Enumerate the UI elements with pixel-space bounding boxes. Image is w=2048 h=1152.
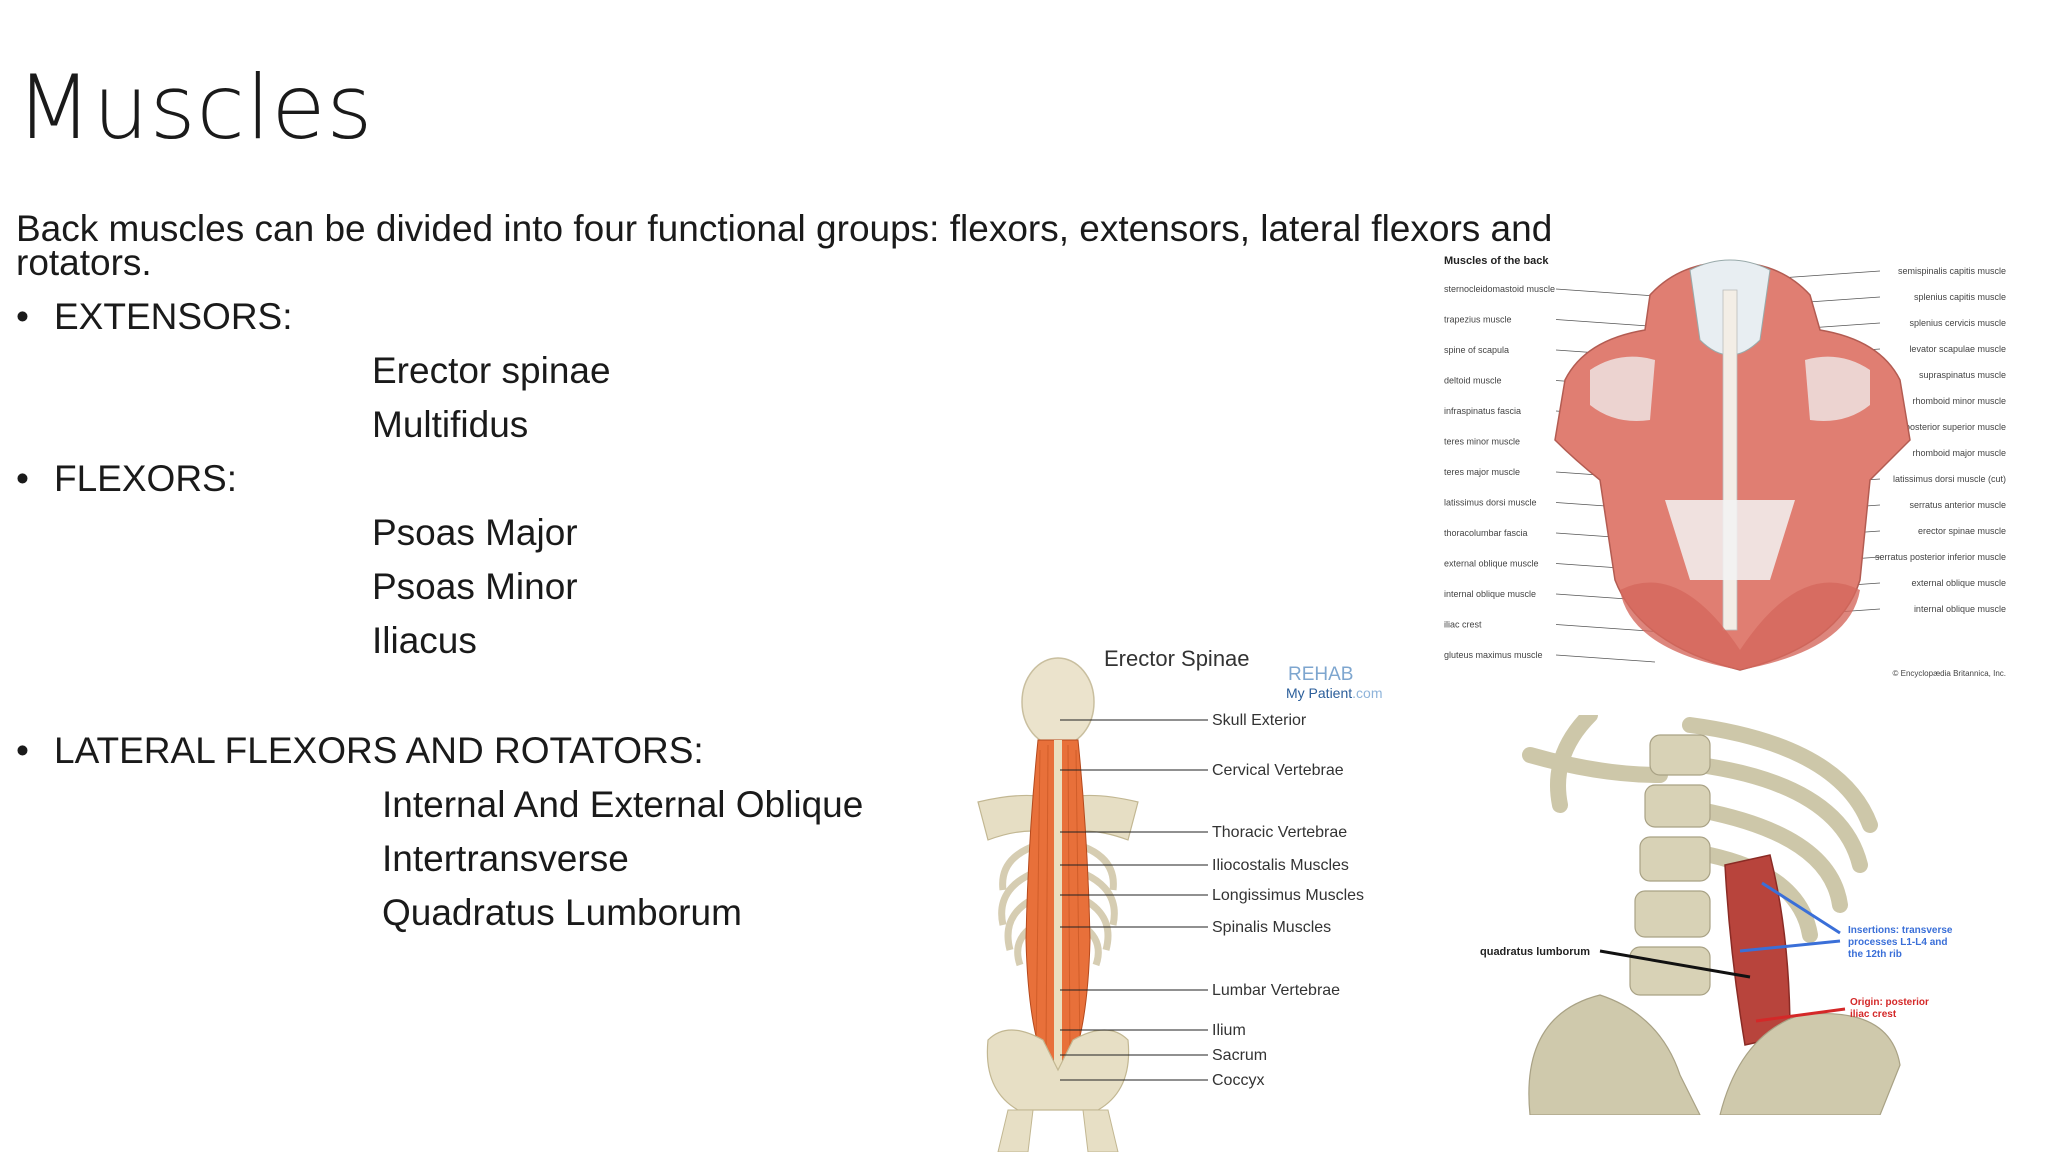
- back-left-label: thoracolumbar fascia: [1444, 528, 1528, 538]
- leader-line: [1555, 319, 1656, 327]
- back-right-label: splenius capitis muscle: [1914, 292, 2006, 302]
- erector-label: Cervical Vertebrae: [1212, 762, 1344, 779]
- bullet-flexors: • FLEXORS:: [16, 458, 237, 500]
- intro-text: Back muscles can be divided into four fu…: [16, 208, 1553, 283]
- bullet-heading: EXTENSORS:: [54, 296, 293, 337]
- back-muscles-figure: Muscles of the back sternocleidomastoid …: [1440, 250, 2010, 680]
- bullet-dot: •: [16, 730, 29, 771]
- erector-label: Spinalis Muscles: [1212, 919, 1331, 936]
- back-right-label: latissimus dorsi muscle (cut): [1893, 474, 2006, 484]
- back-right-label: splenius cervicis muscle: [1909, 318, 2006, 328]
- erector-label: Sacrum: [1212, 1047, 1267, 1064]
- list-item: Iliacus: [372, 620, 477, 661]
- back-right-label: serratus posterior inferior muscle: [1875, 552, 2006, 562]
- back-left-label: spine of scapula: [1444, 345, 1509, 355]
- leader-line: [1555, 288, 1656, 297]
- back-left-label: gluteus maximus muscle: [1444, 650, 1543, 660]
- back-left-label: teres minor muscle: [1444, 437, 1520, 447]
- list-item: Multifidus: [372, 404, 529, 445]
- quadratus-lumborum-illustration: quadratus lumborum Insertions: transvers…: [1480, 715, 1953, 1115]
- erector-label: Coccyx: [1212, 1072, 1264, 1089]
- back-right-label: rhomboid major muscle: [1912, 448, 2006, 458]
- quadratus-lumborum-figure: quadratus lumborum Insertions: transvers…: [1440, 715, 2020, 1115]
- erector-label: Ilium: [1212, 1022, 1246, 1039]
- back-right-label: external oblique muscle: [1911, 578, 2006, 588]
- bullet-lateral: • LATERAL FLEXORS AND ROTATORS:: [16, 730, 704, 772]
- back-left-label: latissimus dorsi muscle: [1444, 498, 1537, 508]
- list-item: Quadratus Lumborum: [382, 892, 742, 933]
- back-figure-credit: © Encyclopædia Britannica, Inc.: [1892, 669, 2006, 678]
- erector-spinae-illustration: Erector Spinae REHAB My Patient.com Skul…: [977, 646, 1382, 1152]
- back-left-label: deltoid muscle: [1444, 376, 1502, 386]
- bullet-dot: •: [16, 458, 29, 499]
- erector-label: Lumbar Vertebrae: [1212, 982, 1340, 999]
- back-left-label: sternocleidomastoid muscle: [1444, 284, 1555, 294]
- erector-label: Iliocostalis Muscles: [1212, 857, 1349, 874]
- list-item: Internal And External Oblique: [382, 784, 864, 825]
- erector-label: Skull Exterior: [1212, 712, 1307, 729]
- back-left-label: trapezius muscle: [1444, 315, 1512, 325]
- erector-label: Thoracic Vertebrae: [1212, 824, 1347, 841]
- list-item: Psoas Minor: [372, 566, 578, 607]
- back-left-label: teres major muscle: [1444, 467, 1520, 477]
- back-figure-heading: Muscles of the back: [1444, 255, 1549, 267]
- back-muscles-illustration: Muscles of the back sternocleidomastoid …: [1444, 255, 2006, 678]
- rehab-logo-sub: My Patient.com: [1286, 685, 1382, 701]
- list-item: Erector spinae: [372, 350, 611, 391]
- bullet-heading: FLEXORS:: [54, 458, 237, 499]
- back-left-label: iliac crest: [1444, 620, 1482, 630]
- rehab-logo: REHAB: [1288, 664, 1353, 685]
- back-right-label: serratus anterior muscle: [1909, 500, 2006, 510]
- leader-line: [1555, 654, 1656, 663]
- back-right-label: internal oblique muscle: [1914, 604, 2006, 614]
- slide-title: Muscles: [16, 56, 374, 159]
- back-right-label: levator scapulae muscle: [1909, 344, 2006, 354]
- back-right-label: erector spinae muscle: [1918, 526, 2006, 536]
- back-left-label: infraspinatus fascia: [1444, 406, 1521, 416]
- erector-label: Longissimus Muscles: [1212, 887, 1364, 904]
- bullet-heading: LATERAL FLEXORS AND ROTATORS:: [54, 730, 704, 771]
- list-item: Intertransverse: [382, 838, 629, 879]
- back-right-label: supraspinatus muscle: [1919, 370, 2006, 380]
- back-right-label: serratus posterior superior muscle: [1870, 422, 2006, 432]
- back-right-label: semispinalis capitis muscle: [1898, 266, 2006, 276]
- list-item: Psoas Major: [372, 512, 578, 553]
- bullet-dot: •: [16, 296, 29, 337]
- erector-spinae-figure: Erector Spinae REHAB My Patient.com Skul…: [948, 640, 1428, 1152]
- erector-figure-title: Erector Spinae: [1104, 646, 1250, 671]
- back-right-label: rhomboid minor muscle: [1912, 396, 2006, 406]
- leader-line: [1555, 624, 1656, 632]
- leader-line: [1779, 270, 1881, 279]
- bullet-extensors: • EXTENSORS:: [16, 296, 293, 338]
- back-left-label: external oblique muscle: [1444, 559, 1539, 569]
- ql-label: quadratus lumborum: [1480, 946, 1590, 958]
- back-left-label: internal oblique muscle: [1444, 589, 1536, 599]
